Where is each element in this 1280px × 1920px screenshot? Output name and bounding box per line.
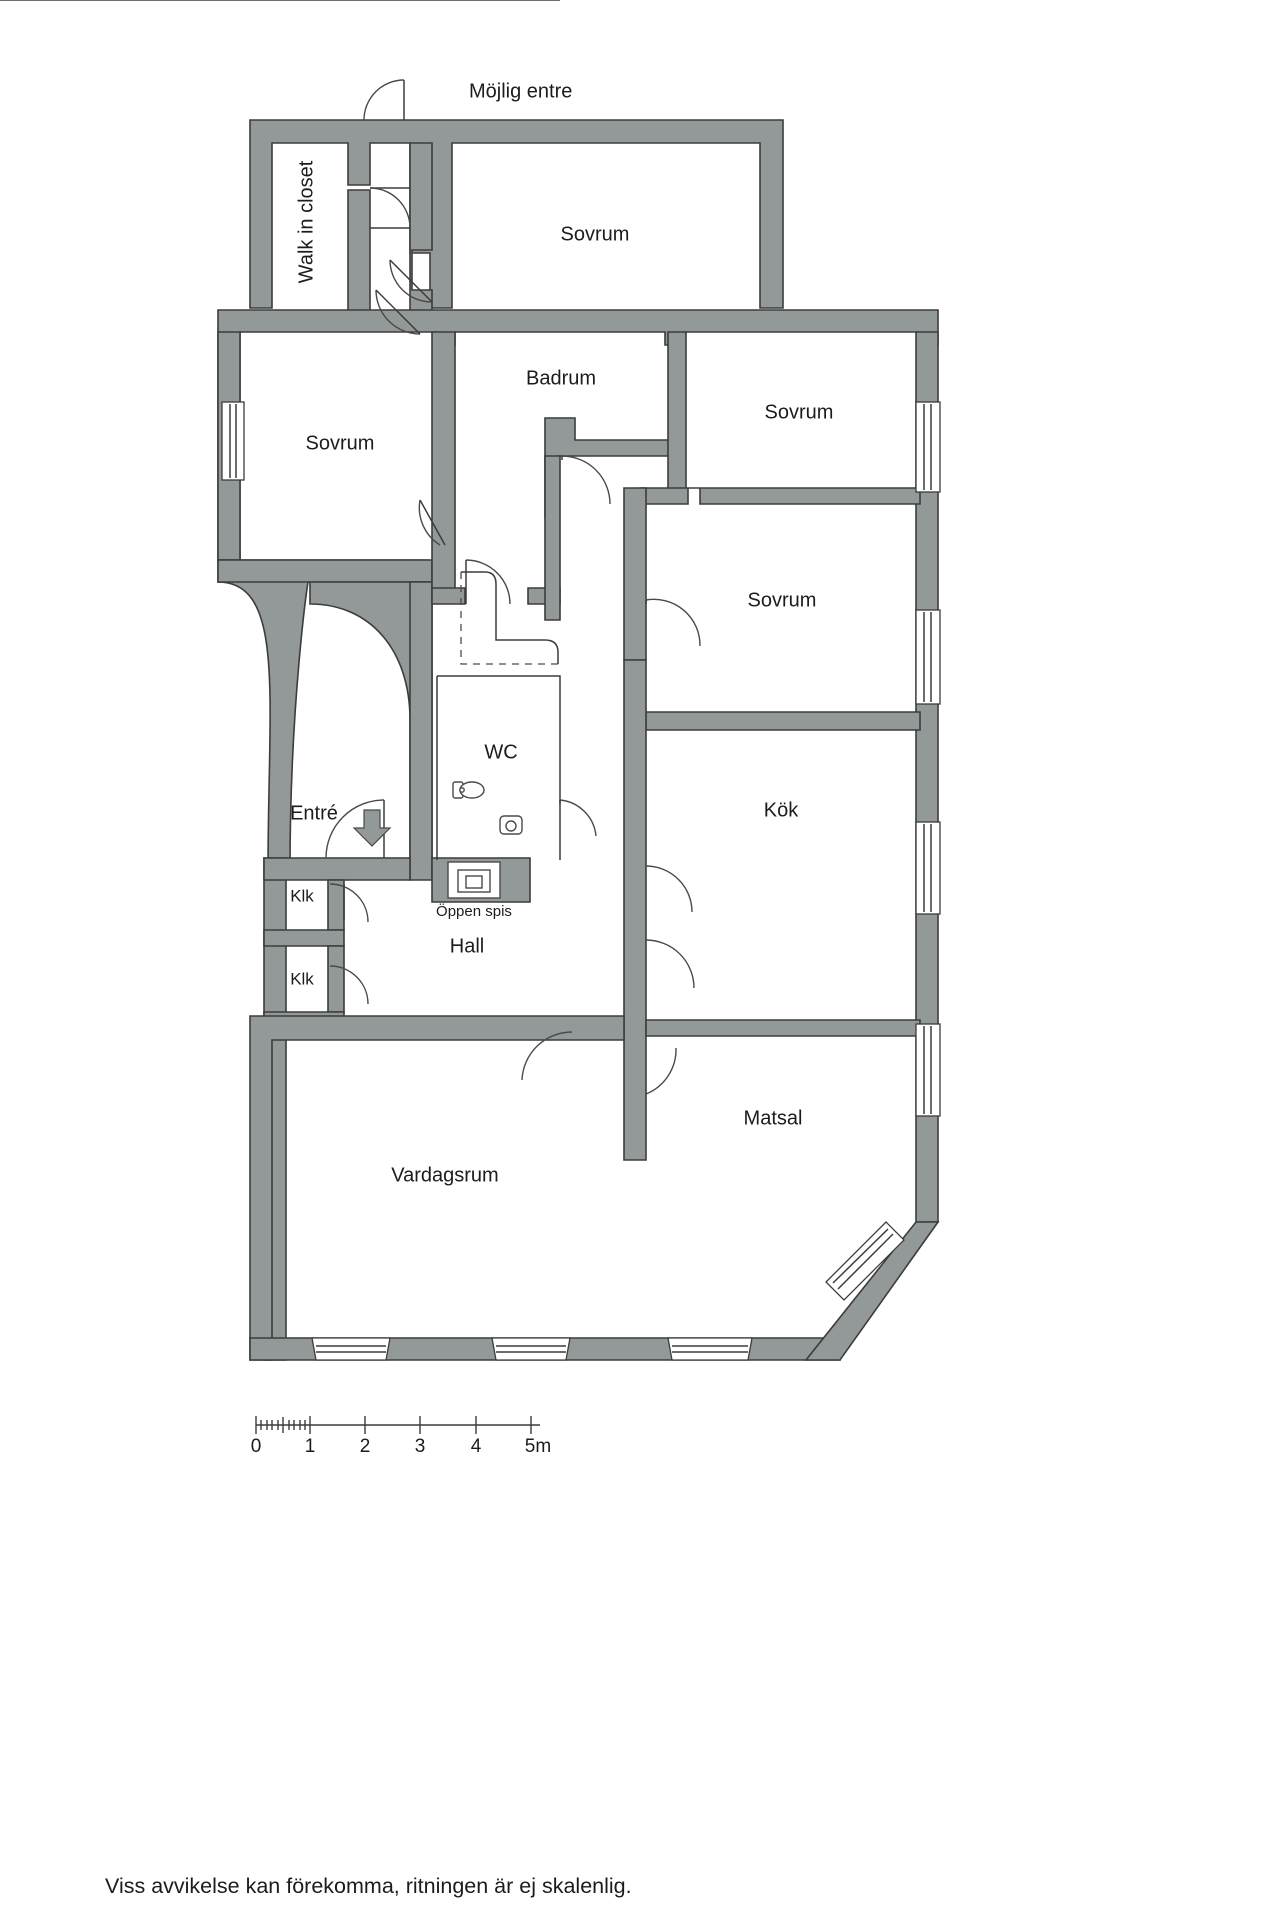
label-possible-entrance: Möjlig entre: [469, 80, 572, 102]
windows: [221, 401, 941, 1361]
window-bottom-1: [311, 1337, 391, 1361]
disclaimer-text: Viss avvikelse kan förekomma, ritningen …: [105, 1874, 632, 1898]
fireplace-figure: [447, 861, 501, 899]
room-label-kok: Kök: [764, 799, 799, 821]
window-right-2: [915, 609, 941, 705]
sink-fixture: [499, 815, 523, 835]
label-fireplace: Öppen spis: [436, 902, 512, 920]
room-label-hall: Hall: [450, 935, 484, 957]
scale-tick-4: 4: [471, 1436, 482, 1457]
room-label-sovrum-right-2: Sovrum: [748, 589, 817, 611]
room-label-badrum: Badrum: [526, 367, 596, 389]
room-label-walk-in-closet: Walk in closet: [295, 160, 317, 283]
room-label-sovrum-right-1: Sovrum: [765, 401, 834, 423]
doors: [0, 0, 701, 1095]
scale-tick-3: 3: [415, 1436, 426, 1457]
wall-diagonal-corner: [804, 1221, 940, 1361]
wall-kok-matsal-divider: [645, 1019, 921, 1037]
door-upper-hall: [375, 289, 421, 335]
outline-wc-room: [437, 675, 561, 860]
window-right-4: [915, 1023, 941, 1117]
interior-outlines: [436, 571, 561, 860]
door-matsal-upper: [645, 939, 695, 989]
outline-niche-shelf: [461, 571, 559, 664]
scale-bar: 0 1 2 3 4 5m: [251, 1416, 551, 1457]
door-badrum: [465, 559, 511, 605]
plumbing-fixtures: [452, 781, 523, 835]
window-right-3: [915, 821, 941, 915]
door-vardagsrum: [521, 1031, 573, 1081]
door-sovrum-left: [418, 499, 446, 546]
wall-right-sovrum-divider: [667, 331, 687, 491]
wall-sovrum-right2-left: [623, 487, 647, 661]
scale-tick-5: 5m: [525, 1436, 551, 1457]
door-klk-upper: [329, 883, 369, 923]
window-diagonal: [825, 1221, 905, 1301]
scale-tick-2: 2: [360, 1436, 371, 1457]
door-matsal-lower: [645, 1047, 677, 1095]
room-label-sovrum-left: Sovrum: [306, 432, 375, 454]
window-bottom-3: [667, 1337, 753, 1361]
door-sovrum-top: [389, 259, 433, 303]
door-kok: [645, 865, 693, 913]
wall-sovrum-left-bottom: [217, 559, 433, 583]
room-label-matsal: Matsal: [744, 1107, 803, 1129]
window-sovrum-left: [221, 401, 245, 481]
room-label-sovrum-top: Sovrum: [561, 223, 630, 245]
wall-entry-top: [263, 857, 411, 881]
wall-kok-top: [645, 711, 921, 731]
room-label-vardagsrum: Vardagsrum: [391, 1164, 498, 1186]
annotation-labels: Möjlig entre Entré Öppen spis: [290, 80, 572, 920]
door-possible-entrance: [363, 79, 405, 121]
wall-klk-divider: [263, 929, 345, 947]
door-sovrum-right-1: [0, 0, 611, 505]
outline-niche-dashed: [460, 572, 558, 665]
wall-badrum-stub: [544, 455, 561, 621]
wall-hall-left-vertical: [409, 581, 433, 881]
room-label-wc: WC: [484, 741, 517, 763]
wall-badrum-bottom-left: [431, 587, 466, 605]
door-klk-lower: [329, 965, 369, 1005]
wall-top-block: [249, 119, 784, 309]
wall-sovrum-right-divider: [639, 487, 921, 505]
wall-vardagsrum-top: [249, 1015, 625, 1361]
scale-tick-1: 1: [305, 1436, 316, 1457]
window-bottom-2: [491, 1337, 571, 1361]
wall-klk-right-2: [327, 945, 345, 1013]
scale-tick-0: 0: [251, 1436, 262, 1457]
door-sovrum-right-2: [645, 598, 701, 647]
toilet-fixture: [452, 781, 485, 799]
door-walk-in-closet: [369, 187, 411, 229]
wall-hall-right: [623, 659, 647, 1161]
room-label-klk-lower: Klk: [290, 969, 314, 988]
wall-upper-corridor-right: [409, 142, 433, 314]
door-wc: [559, 799, 597, 837]
room-labels: Walk in closet Sovrum Sovrum Badrum Sovr…: [290, 160, 833, 1186]
window-right-1: [915, 401, 941, 493]
wall-badrum-left: [431, 331, 456, 593]
room-label-klk-upper: Klk: [290, 886, 314, 905]
entrance-direction-arrow: [352, 809, 392, 847]
wall-klk-right: [327, 879, 345, 931]
label-entrance: Entré: [290, 802, 338, 824]
wall-closet-right: [347, 189, 371, 314]
wall-structure: [217, 119, 940, 1361]
